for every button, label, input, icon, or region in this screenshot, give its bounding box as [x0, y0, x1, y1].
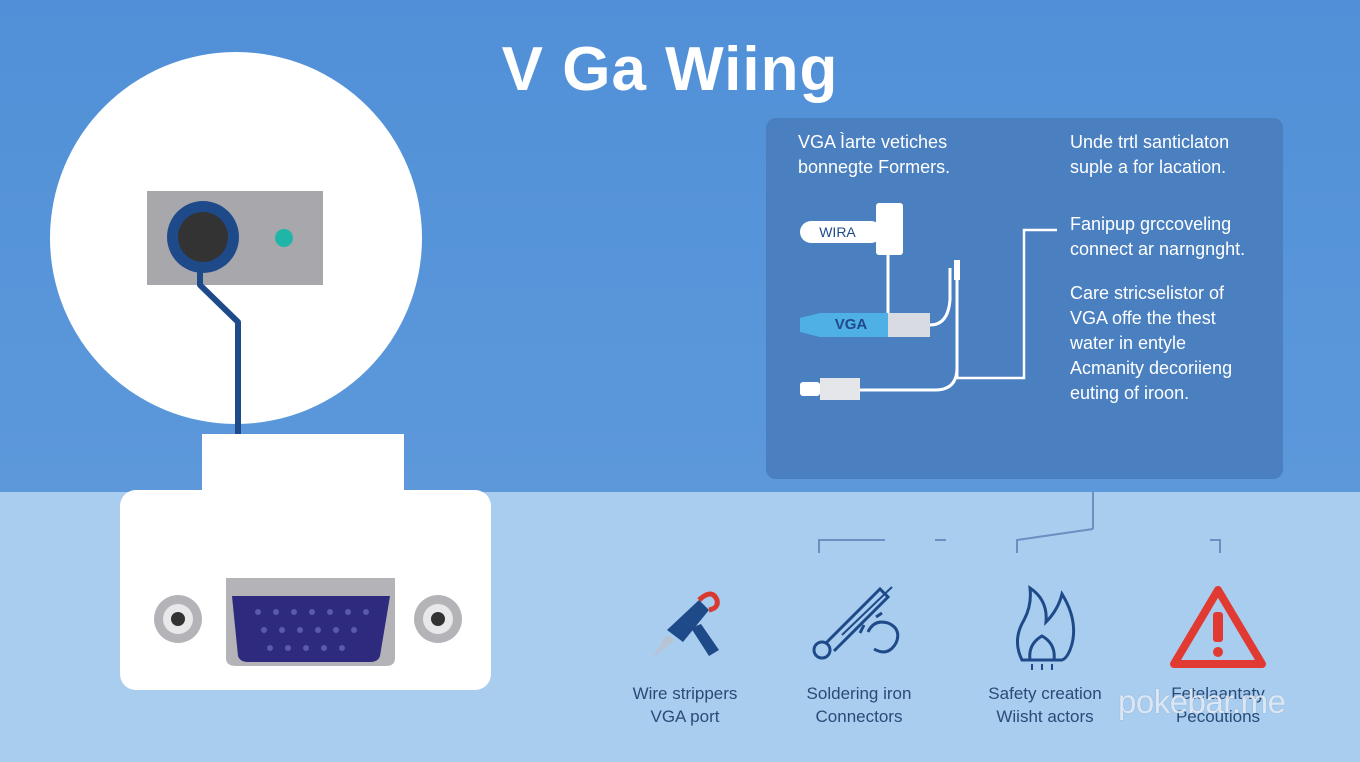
warning-icon: [1170, 586, 1266, 668]
panel-text-bottom-right: Care stricselistor of VGA offe the thest…: [1070, 283, 1233, 403]
panel-text-top-right: Unde trtl santiclaton suple a for lacati…: [1070, 132, 1230, 177]
vga-pins: [255, 609, 369, 651]
vga-plug-label: VGA: [834, 316, 868, 333]
soldering-gun-icon: [652, 591, 720, 658]
safety-icon: [1016, 584, 1076, 670]
page-title: V Ga Wiing: [501, 35, 839, 104]
tool-caption-3-line2: Wiisht actors: [996, 707, 1094, 726]
left-illustration: [120, 191, 491, 690]
tool-caption-1: Wire strippers VGA port: [605, 682, 765, 728]
panel-text-mid-right: Fanipup grccoveling connect ar narngnght…: [1070, 214, 1246, 259]
tool-caption-3-line1: Safety creation: [988, 684, 1102, 703]
device-port-hole: [178, 212, 228, 262]
cable: [197, 272, 241, 440]
plate-neck: [202, 434, 404, 498]
tool-caption-4-line1: Fetelaantaty: [1171, 684, 1265, 703]
soldering-iron-icon: [812, 586, 900, 660]
tool-caption-2: Soldering iron Connectors: [779, 682, 939, 728]
indicator-light: [275, 229, 293, 247]
tool-caption-2-line1: Soldering iron: [806, 684, 912, 703]
tool-caption-1-line1: Wire strippers: [632, 684, 738, 703]
tool-caption-4: Fetelaantaty Pecoutions: [1138, 682, 1298, 728]
tool-caption-1-line2: VGA port: [650, 707, 720, 726]
wira-label: WIRA: [819, 224, 856, 240]
vga-port: [232, 596, 390, 662]
panel-text-top-left: VGA Ìarte vetiches bonnegte Formers.: [798, 132, 951, 177]
tool-caption-2-line2: Connectors: [815, 707, 903, 726]
tool-caption-4-line2: Pecoutions: [1175, 707, 1261, 726]
tool-caption-3: Safety creation Wiisht actors: [965, 682, 1125, 728]
watermark: pokebar.me: [1118, 683, 1286, 720]
